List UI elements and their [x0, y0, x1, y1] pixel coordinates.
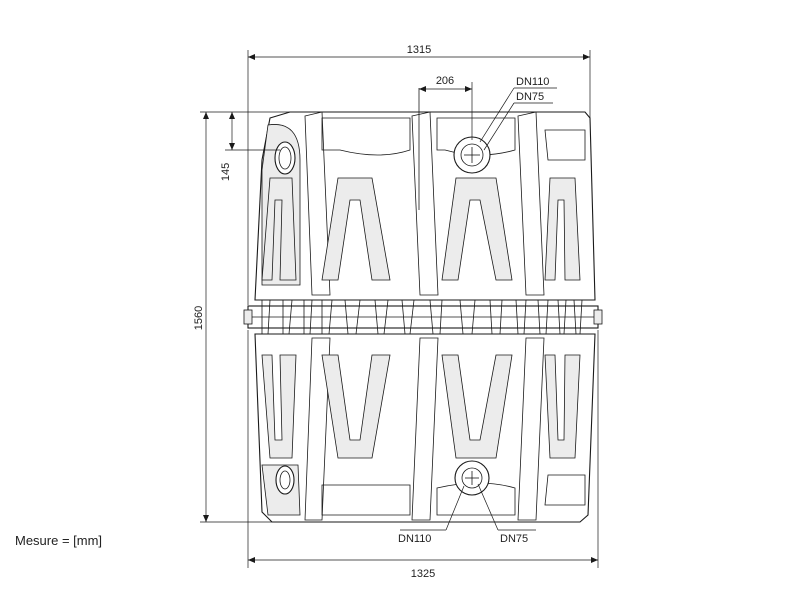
- callout-bottom-dn75-label: DN75: [500, 533, 528, 545]
- side-inlet-upper: [274, 141, 296, 175]
- dimension-height-label: 1560: [193, 306, 205, 330]
- callout-top-dn75-label: DN75: [516, 91, 544, 103]
- dimension-bottom-width-label: 1325: [411, 568, 435, 580]
- dimension-pipe-offset-label: 206: [436, 75, 454, 87]
- side-inlet-lower: [275, 465, 295, 495]
- dimension-pipe-offset: 206: [419, 75, 473, 140]
- callout-bottom-dn75: DN75: [477, 483, 536, 545]
- dimension-height: 1560: [193, 111, 290, 523]
- callout-bottom-dn110-label: DN110: [398, 533, 431, 545]
- tank-upper-half: [254, 88, 596, 301]
- dimension-bottom-width: 1325: [247, 330, 599, 580]
- callout-top-dn75: DN75: [483, 91, 553, 151]
- dimension-inlet-height-label: 145: [220, 163, 232, 181]
- pipe-dn110-top: [453, 136, 491, 174]
- callout-top-dn110: DN110: [479, 76, 557, 143]
- dimension-top-width-label: 1315: [407, 44, 431, 56]
- tank-lower-half: [254, 333, 596, 523]
- dimension-top-width: 1315: [247, 44, 591, 305]
- callout-top-dn110-label: DN110: [516, 76, 549, 88]
- units-note: Mesure = [mm]: [15, 533, 103, 548]
- callout-bottom-dn110: DN110: [398, 485, 465, 545]
- pipe-dn110-bottom: [454, 460, 490, 496]
- tank-flange-seam: [243, 299, 603, 335]
- dimension-inlet-height: 145: [220, 112, 280, 181]
